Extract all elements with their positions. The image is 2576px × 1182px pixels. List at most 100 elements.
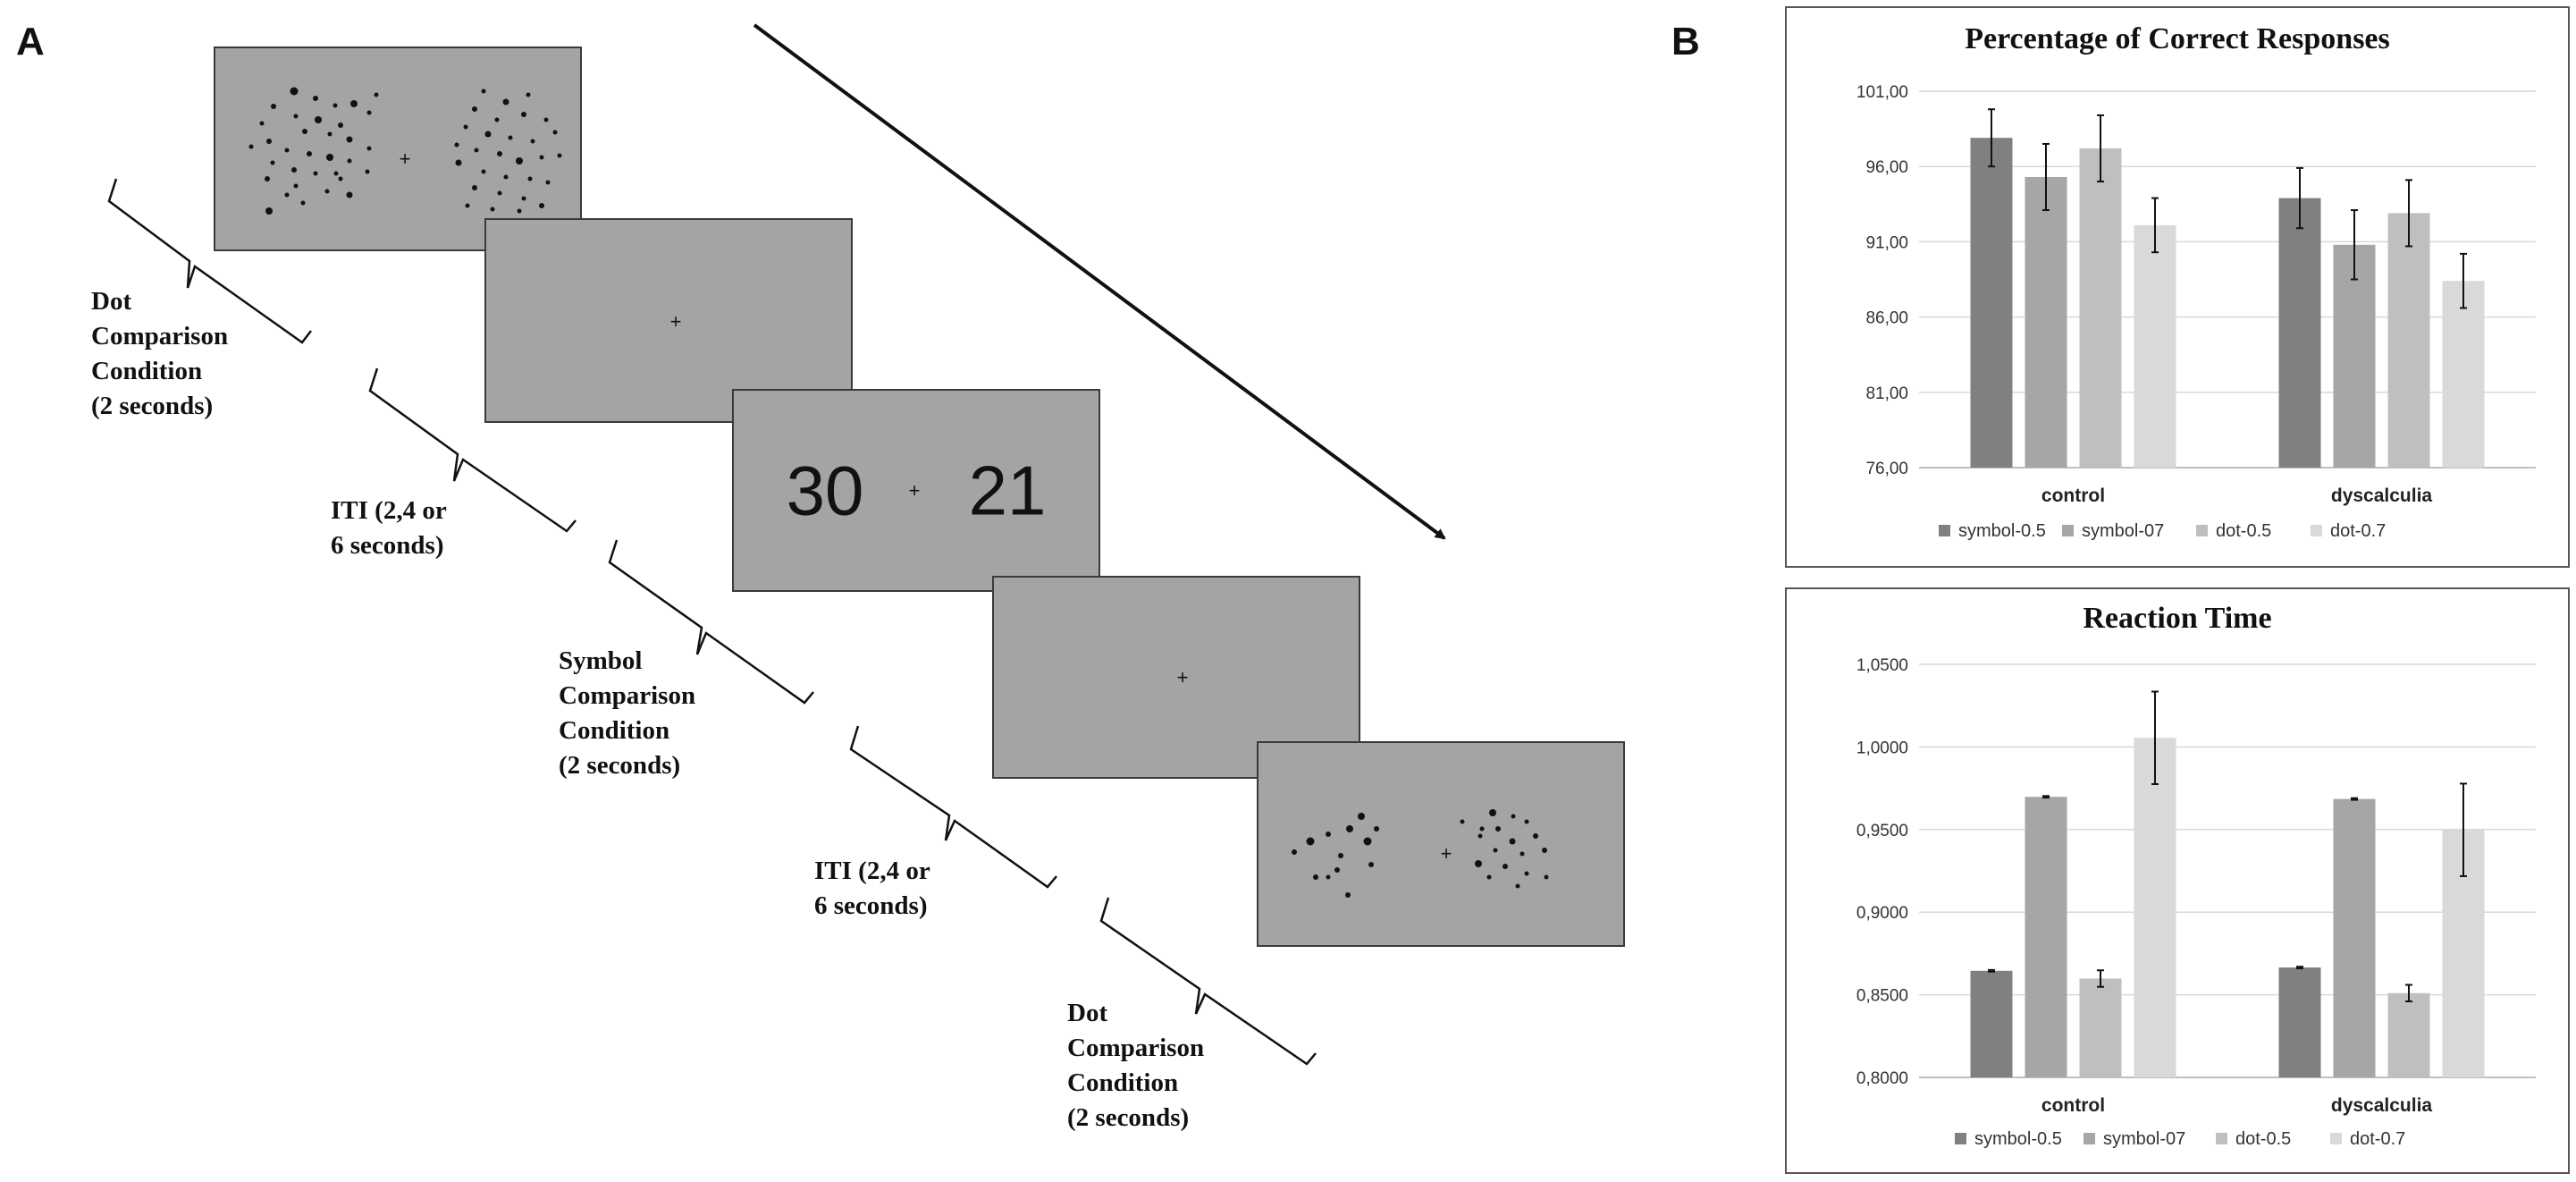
x-category-label: dyscalculia xyxy=(2331,1095,2433,1116)
stimulus-dot xyxy=(259,121,265,126)
stimulus-dot xyxy=(454,142,459,148)
stimulus-dot xyxy=(366,110,372,115)
legend-label: dot-0.7 xyxy=(2330,521,2386,541)
stimulus-dot xyxy=(350,100,358,107)
stimulus-dot xyxy=(307,151,312,156)
stimulus-dot xyxy=(1495,826,1501,832)
stimulus-dot xyxy=(1326,832,1331,837)
stimulus-dot xyxy=(313,96,318,101)
stimulus-dot xyxy=(1524,871,1529,876)
stimulus-dot xyxy=(300,200,306,206)
legend-swatch xyxy=(1939,525,1950,536)
panel-b-letter: B xyxy=(1671,20,1700,63)
stimulus-dot xyxy=(347,158,352,164)
stimulus-dot xyxy=(1460,819,1465,824)
stimulus-dot xyxy=(326,154,333,161)
bar xyxy=(1970,970,2013,1077)
stimulus-dot xyxy=(346,191,353,198)
bar xyxy=(2333,798,2376,1077)
stimulus-dot xyxy=(271,104,276,109)
legend-swatch xyxy=(2196,525,2208,536)
stimulus-dot xyxy=(1542,848,1547,853)
stimulus-dot xyxy=(333,171,339,176)
stimulus-dot xyxy=(1509,838,1516,845)
bar xyxy=(2387,213,2430,469)
stimulus-dot xyxy=(474,148,479,153)
stimulus-dot xyxy=(346,136,353,143)
fixation-cross: + xyxy=(1440,842,1452,865)
stimulus-dot xyxy=(497,151,502,156)
stimulus-dot xyxy=(545,180,551,185)
stimulus-dot xyxy=(366,146,372,151)
legend-swatch xyxy=(2330,1133,2342,1144)
stimulus-dot xyxy=(465,203,470,208)
stimulus-dot xyxy=(324,189,330,194)
stimulus-dot xyxy=(291,167,297,173)
stimulus-dot xyxy=(1313,874,1318,880)
bar xyxy=(2278,198,2321,468)
stimulus-dot xyxy=(1338,853,1343,858)
timeline-overlay xyxy=(107,23,1446,1066)
stimulus-dot xyxy=(248,144,254,149)
legend-swatch xyxy=(1955,1133,1966,1144)
bar xyxy=(2134,738,2176,1077)
brace-iti-2 xyxy=(849,725,1057,889)
stimulus-dot xyxy=(557,153,562,158)
bar xyxy=(2278,967,2321,1077)
stimulus-dot xyxy=(284,148,290,153)
stimulus-dot xyxy=(315,116,322,123)
stimulus-dot xyxy=(508,135,513,140)
label-dot-comparison-1: Dot Comparison Condition (2 seconds) xyxy=(91,287,229,420)
stimulus-screen-dots-1: + xyxy=(214,46,582,251)
stimulus-screen-dots-2: + xyxy=(1257,741,1625,947)
stimulus-dot xyxy=(1346,825,1353,832)
stimulus-dot xyxy=(490,207,495,212)
brace-symbol-comparison xyxy=(608,539,814,705)
chart-plot-area: 0,80000,85000,90000,95001,00001,0500cont… xyxy=(1856,656,2536,1149)
symbol-number-left: 30 xyxy=(786,451,864,530)
stimulus-dot xyxy=(497,190,502,196)
fixation-cross: + xyxy=(399,148,411,170)
stimulus-dot xyxy=(1358,813,1365,820)
stimulus-dot xyxy=(526,92,531,97)
legend-swatch xyxy=(2062,525,2074,536)
label-iti-2: ITI (2,4 or 6 seconds) xyxy=(814,857,930,920)
stimulus-dot xyxy=(1503,864,1508,869)
stimulus-dot xyxy=(1524,819,1529,824)
label-dot-comparison-2: Dot Comparison Condition (2 seconds) xyxy=(1067,999,1205,1132)
x-category-label: control xyxy=(2041,485,2105,506)
stimulus-dot xyxy=(502,98,509,106)
stimulus-dot xyxy=(1511,814,1516,819)
stimulus-dot xyxy=(284,192,290,198)
bar xyxy=(2442,281,2485,468)
stimulus-dot xyxy=(516,157,523,165)
chart-title: Percentage of Correct Responses xyxy=(1965,22,2390,55)
stimulus-screen-symbols: 30 + 21 xyxy=(732,389,1100,592)
stimulus-dot xyxy=(521,196,526,201)
stimulus-dot xyxy=(302,129,307,134)
stimulus-dot xyxy=(1306,837,1315,846)
brace-iti-1 xyxy=(368,367,577,533)
y-tick-label: 0,8000 xyxy=(1856,1069,1908,1088)
y-tick-label: 76,00 xyxy=(1865,460,1908,478)
bar xyxy=(2079,148,2122,468)
bar xyxy=(2333,244,2376,468)
y-tick-label: 1,0500 xyxy=(1856,656,1908,675)
label-symbol-comparison: Symbol Comparison Condition (2 seconds) xyxy=(559,646,696,780)
bar xyxy=(1970,138,2013,469)
time-arrow xyxy=(753,23,1446,540)
chart-title: Reaction Time xyxy=(2083,602,2272,635)
stimulus-dot xyxy=(455,159,462,166)
stimulus-dot xyxy=(1533,833,1538,839)
legend-label: dot-0.5 xyxy=(2216,521,2271,541)
legend-label: symbol-07 xyxy=(2082,521,2164,541)
stimulus-dot xyxy=(313,171,318,176)
stimulus-dot xyxy=(290,87,299,96)
stimulus-dot xyxy=(266,139,272,144)
legend-swatch xyxy=(2084,1133,2095,1144)
stimulus-dot xyxy=(552,130,558,135)
stimulus-dot xyxy=(1334,867,1340,873)
stimulus-dot xyxy=(293,183,299,189)
